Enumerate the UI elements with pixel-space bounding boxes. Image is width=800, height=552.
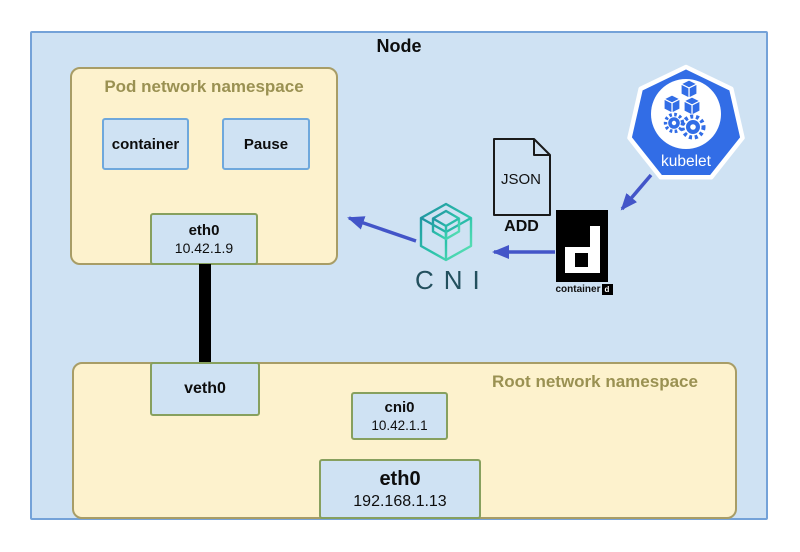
node-title: Node — [376, 36, 422, 56]
root-eth0-ip: 192.168.1.13 — [353, 493, 447, 511]
container-label: container — [111, 135, 180, 153]
cni0-ip: 10.42.1.1 — [371, 417, 428, 433]
container-box: container — [102, 118, 189, 170]
containerd-word-text: container — [555, 284, 601, 295]
veth0-interface: veth0 — [150, 362, 260, 416]
json-file-label: JSON — [501, 171, 541, 188]
cni0-name: cni0 — [384, 399, 415, 417]
pause-box: Pause — [222, 118, 310, 170]
root-namespace-label: Root network namespace — [492, 372, 698, 391]
cubes-glyph — [663, 79, 701, 116]
gears-glyph — [663, 112, 706, 140]
pod-eth0-name: eth0 — [188, 221, 220, 239]
pause-label: Pause — [243, 135, 289, 153]
add-action-label: ADD — [504, 218, 539, 235]
pod-eth0-ip: 10.42.1.9 — [174, 240, 234, 257]
kubelet-icon: kubelet — [627, 64, 745, 180]
kubelet-label: kubelet — [661, 153, 712, 170]
veth0-label: veth0 — [184, 380, 226, 397]
containerd-wordmark: container d — [546, 284, 622, 295]
containerd-d-mark: d — [601, 284, 613, 295]
root-eth0-name: eth0 — [379, 468, 421, 491]
cni0-interface: cni0 10.42.1.1 — [351, 392, 448, 440]
pod-eth0-interface: eth0 10.42.1.9 — [150, 213, 258, 265]
json-file-icon: JSON — [493, 138, 551, 216]
pod-namespace-label: Pod network namespace — [104, 77, 304, 96]
cni-label: CNI — [415, 265, 490, 295]
cni-logo-icon — [419, 202, 473, 262]
containerd-logo-icon — [556, 210, 608, 282]
veth-pair-link — [199, 264, 211, 364]
root-eth0-interface: eth0 192.168.1.13 — [319, 459, 481, 519]
